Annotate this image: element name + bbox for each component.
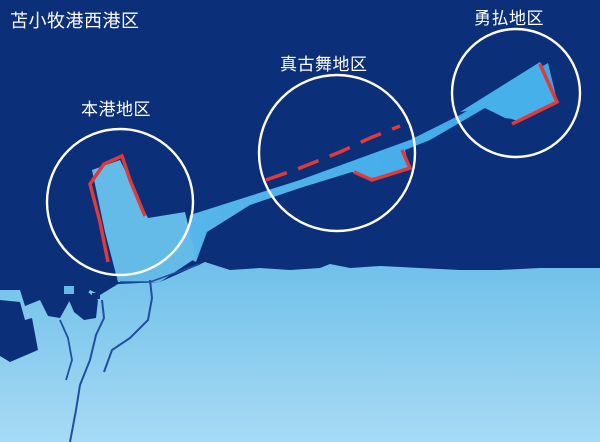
makomai-berth-solid [353, 149, 413, 182]
canal-branch [59, 319, 73, 381]
honko-circle[interactable] [45, 127, 195, 277]
fairway-channel [182, 63, 557, 262]
inner-harbour-water [0, 300, 38, 362]
river-channel [69, 299, 106, 442]
map-title: 苫小牧港西港区 [10, 11, 140, 32]
district-label-honko[interactable]: 本港地区 [81, 100, 151, 120]
district-label-makomai[interactable]: 真古舞地区 [280, 55, 368, 75]
honko-berth [88, 153, 147, 263]
district-label-yufutsu[interactable]: 勇払地区 [474, 9, 544, 29]
yufutsu-basin [460, 62, 557, 121]
coast-road [120, 263, 201, 283]
inner-harbour-water-2 [68, 292, 98, 320]
small-dock-2 [92, 293, 100, 299]
makomai-circle[interactable] [257, 73, 417, 233]
inner-canal [103, 279, 154, 373]
yufutsu-berth [511, 63, 560, 126]
small-dock [64, 286, 74, 294]
makomai-berth-dashed [265, 124, 401, 182]
yufutsu-circle[interactable] [450, 27, 582, 159]
honko-pier [92, 160, 196, 282]
